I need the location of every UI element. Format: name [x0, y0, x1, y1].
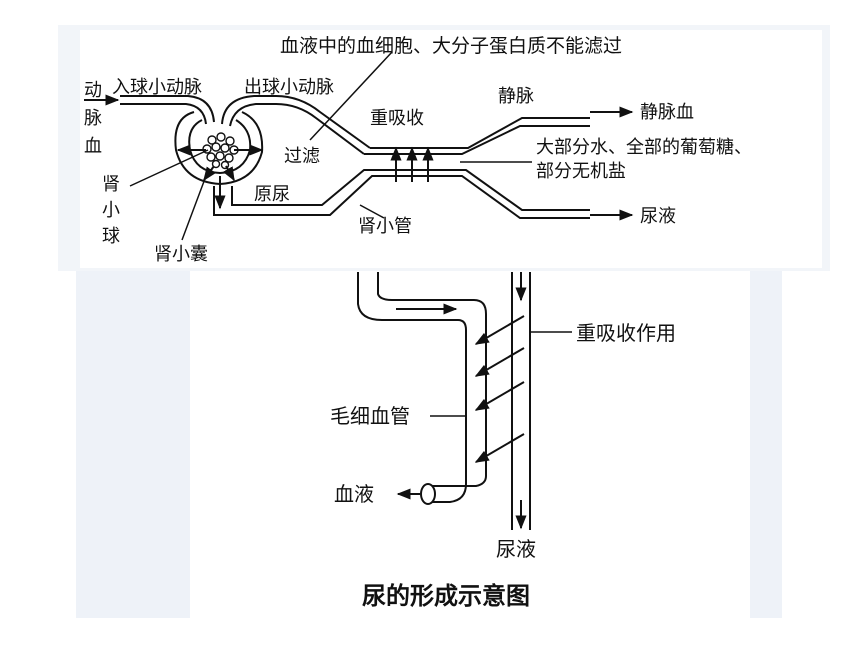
lower-panel [190, 271, 750, 618]
leader-glomerulus [129, 149, 209, 187]
capillary-inner [377, 272, 487, 487]
label-vein: 静脉 [498, 86, 534, 107]
label-reabsorbed-line2: 部分无机盐 [536, 161, 626, 182]
diagram-title: 尿的形成示意图 [362, 581, 530, 610]
efferent-arteriole-lower [229, 103, 276, 127]
bottom-leader-lines [430, 331, 572, 417]
label-blood: 血液 [334, 482, 374, 506]
leader-not-filtered [309, 51, 393, 141]
label-capsule: 肾小囊 [154, 244, 208, 265]
reabsorption-arrow-b3 [474, 381, 525, 411]
label-venous-blood: 静脉血 [640, 102, 694, 123]
leader-capsule [181, 175, 207, 241]
glomerulus-tuft [202, 132, 239, 170]
label-arterial-blood-3: 血 [84, 136, 102, 157]
label-urine-top: 尿液 [640, 206, 676, 227]
reabsorption-arrow-b4 [474, 433, 525, 463]
capillary-upper-line [370, 117, 590, 149]
label-arterial-blood-2: 脉 [84, 108, 102, 129]
reabsorption-arrow-b1 [474, 315, 525, 345]
renal-tubule-inner [231, 169, 590, 211]
label-efferent-arteriole: 出球小动脉 [244, 77, 334, 98]
efferent-vessel-upper [275, 95, 371, 149]
label-reabsorption: 重吸收 [370, 108, 424, 129]
capillary-tubule-structure [357, 272, 531, 530]
reabsorption-arrow-b2 [474, 347, 525, 377]
label-urine-bottom: 尿液 [496, 537, 536, 561]
label-reabsorbed-line1: 大部分水、全部的葡萄糖、 [536, 137, 752, 158]
label-glomerulus-1: 肾 [102, 174, 120, 195]
leader-renal-tubule [359, 204, 385, 219]
efferent-vessel-lower [275, 103, 365, 155]
filtration-arrow-down-right [222, 165, 235, 182]
label-capillary: 毛细血管 [330, 404, 410, 428]
label-filtration: 过滤 [284, 146, 320, 167]
bottom-arrows [396, 272, 527, 530]
afferent-arteriole-outer [120, 95, 215, 123]
capillary-opening [420, 483, 436, 505]
afferent-arteriole-inner [120, 103, 207, 125]
label-reabsorption-effect: 重吸收作用 [576, 321, 676, 345]
top-leader-lines [129, 51, 532, 241]
label-glomerulus-2: 小 [102, 200, 120, 221]
nephron-structure [120, 95, 590, 219]
bowman-capsule-inner [188, 119, 252, 175]
capillary-outer [357, 272, 467, 484]
label-primary-urine: 原尿 [254, 184, 290, 205]
label-afferent-arteriole: 入球小动脉 [112, 77, 202, 98]
label-renal-tubule: 肾小管 [358, 216, 412, 237]
capillary-end-bottom [430, 483, 467, 503]
watermark: 知乎 @熊猫医森 [622, 590, 724, 607]
renal-tubule-outer [213, 175, 590, 219]
label-arterial-blood-1: 动 [84, 80, 102, 101]
efferent-arteriole-upper [221, 95, 276, 125]
label-not-filtered: 血液中的血细胞、大分子蛋白质不能滤过 [280, 35, 622, 57]
label-glomerulus-3: 球 [102, 226, 120, 247]
